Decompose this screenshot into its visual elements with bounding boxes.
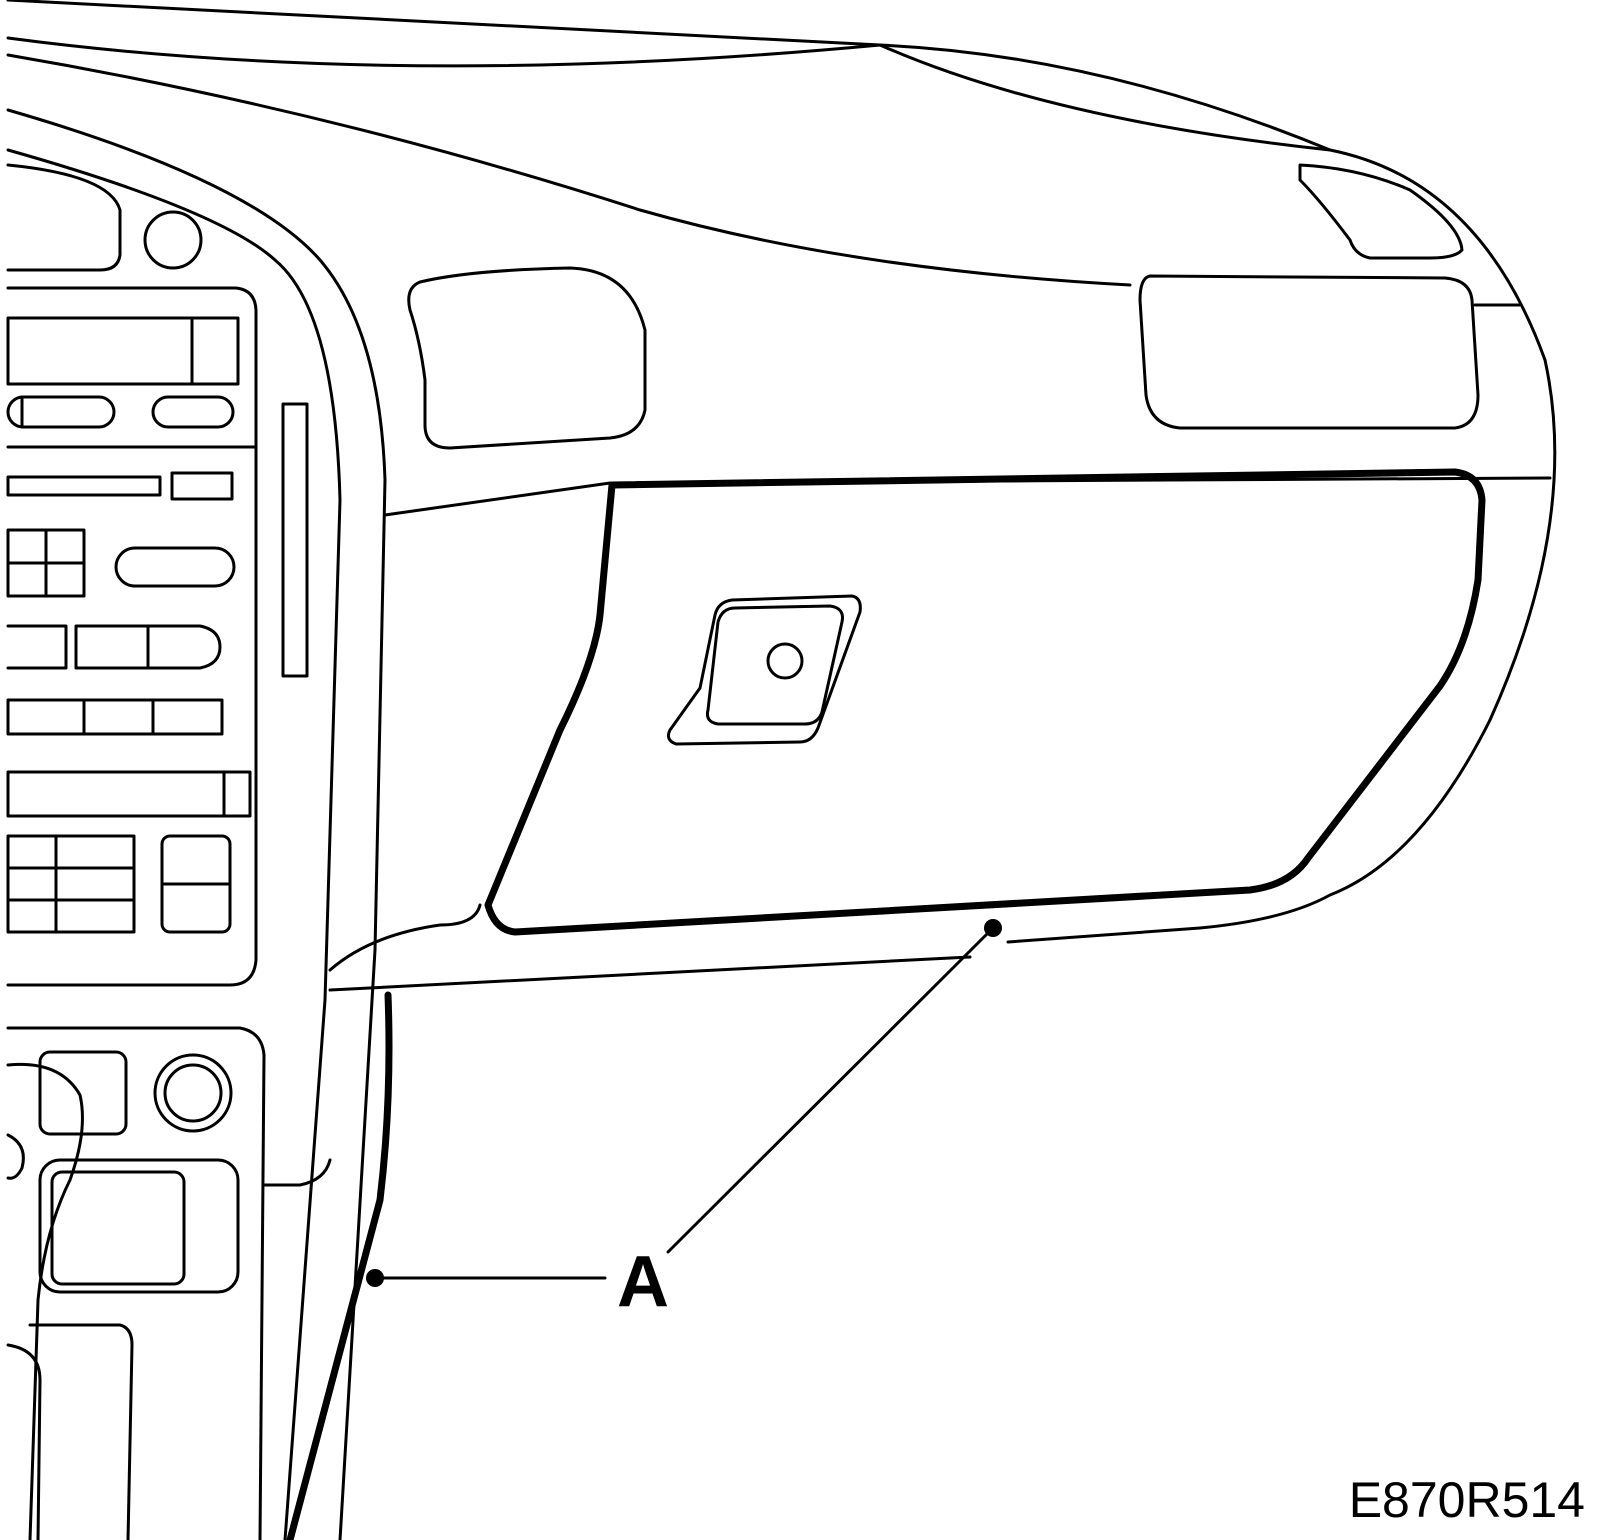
dash-top-line xyxy=(6,36,1557,722)
knob-outer xyxy=(153,1053,233,1133)
side-slot xyxy=(281,402,309,678)
left-air-vent xyxy=(407,266,647,450)
shifter-boot xyxy=(6,1062,84,1540)
side-vent xyxy=(1298,163,1464,260)
lower-trim-line-right xyxy=(1006,718,1492,944)
console-inner-curve xyxy=(6,148,342,1540)
center-console xyxy=(6,163,309,987)
dash-mid-line xyxy=(6,53,1132,287)
lower-console xyxy=(6,1026,332,1540)
glovebox-lid-outline xyxy=(484,468,1486,936)
climate-grid xyxy=(6,834,136,934)
glovebox-surround xyxy=(328,718,1492,992)
lower-console-frame xyxy=(6,1026,266,1540)
dash-lower-edge xyxy=(383,476,1552,517)
eject-button xyxy=(170,471,234,501)
callout-leader-glovebox xyxy=(666,926,995,1254)
lock-cylinder xyxy=(766,642,804,680)
lower-trim-line xyxy=(328,955,972,992)
right-air-vent xyxy=(1138,274,1480,430)
function-buttons-row xyxy=(6,698,224,736)
top-recess xyxy=(6,163,122,272)
shifter-knob-arc xyxy=(6,1133,25,1180)
cupholder-outline xyxy=(28,1323,134,1540)
preset-button-row xyxy=(6,624,68,670)
windshield-edge-line xyxy=(6,0,1332,152)
cassette-slot xyxy=(6,475,162,497)
lower-slot xyxy=(6,770,252,818)
dashboard-top-contours xyxy=(6,0,1557,1540)
glovebox xyxy=(484,468,1486,936)
glovebox-latch xyxy=(706,604,844,726)
preset-button-pill xyxy=(74,624,222,670)
knob-inner xyxy=(163,1063,223,1123)
display-slot xyxy=(6,316,240,386)
button-oval-right xyxy=(151,395,235,429)
cupholder-edge xyxy=(6,1343,42,1540)
figure-id-label: E870R514 xyxy=(1349,1472,1585,1528)
long-oval-button xyxy=(114,546,236,588)
storage-tray-inner xyxy=(50,1170,186,1286)
lower-trim-edge xyxy=(328,903,482,972)
console-outer-curve xyxy=(6,108,387,1540)
storage-tray xyxy=(38,1158,240,1294)
glovebox-latch-housing xyxy=(667,594,862,746)
button-oval-left xyxy=(6,395,116,429)
lower-recess xyxy=(38,1050,128,1136)
air-vents xyxy=(407,163,1522,450)
round-knob-top xyxy=(143,210,203,270)
radio-panel-frame xyxy=(6,286,258,987)
seal-strip-a xyxy=(286,991,393,1540)
callout-leaders xyxy=(366,919,1002,1287)
lower-console-inner xyxy=(262,1158,332,1187)
callout-label-a: A xyxy=(617,1242,669,1322)
